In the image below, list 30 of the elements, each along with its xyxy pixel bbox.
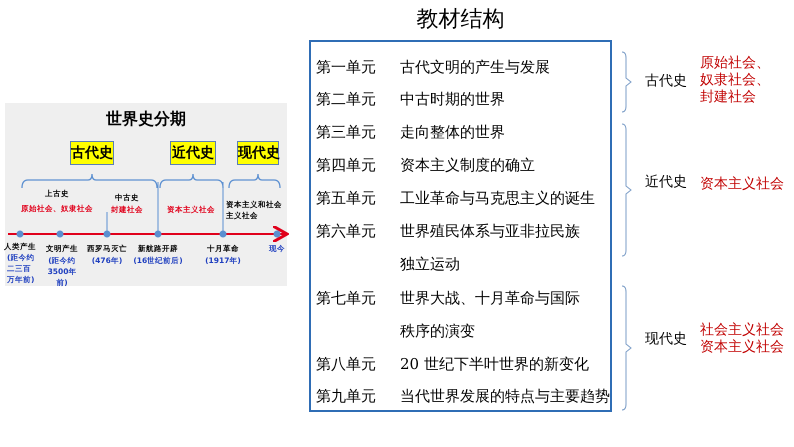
period-box: 近代史 xyxy=(170,141,216,165)
panel-title: 世界史分期 xyxy=(105,109,187,130)
society-label: 原始社会、奴隶社会、封建社会 xyxy=(700,55,770,106)
unit-title: 世界大战、十月革命与国际秩序的演变 xyxy=(400,288,581,342)
unit-title: 古代文明的产生与发展 xyxy=(400,57,551,78)
period-label: 现代史 xyxy=(645,331,687,348)
unit-title: 资本主义制度的确立 xyxy=(400,155,536,176)
unit-title: 世界殖民体系与亚非拉民族独立运动 xyxy=(400,221,581,275)
unit-label: 第三单元 xyxy=(316,122,376,143)
unit-title: 工业革命与马克思主义的诞生 xyxy=(400,188,596,209)
unit-label: 第四单元 xyxy=(316,155,376,176)
period-label: 近代史 xyxy=(645,174,687,191)
society-label: 资本主义社会 xyxy=(700,339,784,356)
unit-title: 中古时期的世界 xyxy=(400,89,506,110)
society-label: 资本主义社会 xyxy=(700,176,784,193)
unit-title: 当代世界发展的特点与主要趋势 xyxy=(400,386,611,407)
unit-title: 走向整体的世界 xyxy=(400,122,506,143)
period-box: 古代史 xyxy=(70,141,114,165)
box-heading: 教材结构 xyxy=(416,6,506,34)
unit-label: 第五单元 xyxy=(316,188,376,209)
unit-title: 20 世纪下半叶世界的新变化 xyxy=(400,354,590,375)
timeline-panel xyxy=(5,103,287,286)
unit-label: 第二单元 xyxy=(316,89,376,110)
unit-label: 第八单元 xyxy=(316,354,376,375)
unit-label: 第一单元 xyxy=(316,57,376,78)
society-label: 社会主义社会 xyxy=(700,322,784,339)
period-label: 古代史 xyxy=(645,73,687,90)
unit-label: 第九单元 xyxy=(316,386,376,407)
unit-label: 第六单元 xyxy=(316,221,376,242)
unit-label: 第七单元 xyxy=(316,288,376,309)
